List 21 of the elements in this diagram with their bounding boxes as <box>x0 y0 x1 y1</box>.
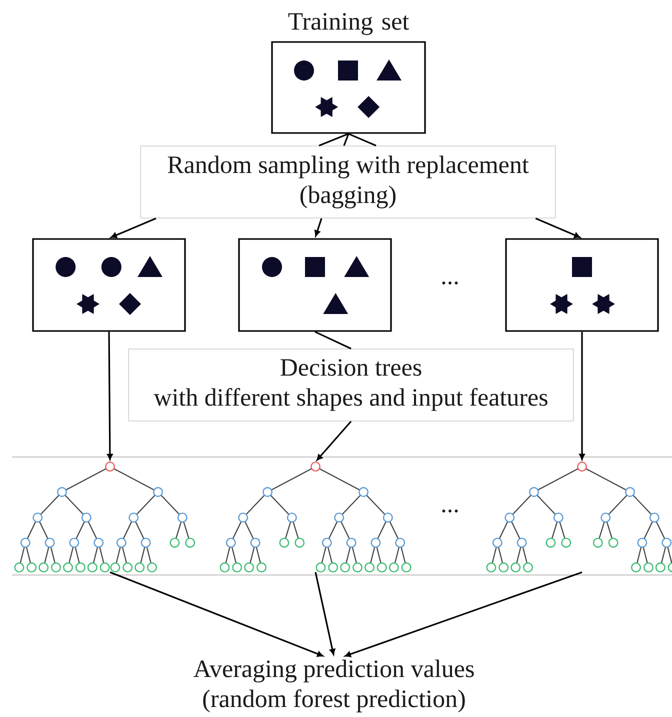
ellipsis-label: ... <box>442 510 458 512</box>
sample-box <box>238 238 392 332</box>
arrow <box>110 218 156 238</box>
ellipsis-label: ... <box>442 282 458 284</box>
arrow <box>535 218 580 238</box>
tree-drawing <box>14 462 196 572</box>
arrow <box>314 572 336 655</box>
sample-box <box>32 238 186 332</box>
arrow <box>107 332 113 460</box>
sample-box <box>505 238 659 332</box>
arrow <box>344 571 582 658</box>
arrow <box>110 571 324 657</box>
result-text: Averaging prediction values (random forest prediction) <box>194 660 474 712</box>
tree-drawing <box>220 462 412 572</box>
text-box: Random sampling with replacement (bagging) <box>140 146 556 218</box>
text-box: Decision trees with different shapes and input features <box>128 348 574 422</box>
tree-drawing <box>486 462 672 572</box>
arrow <box>314 218 322 236</box>
arrow <box>579 332 585 460</box>
arrow <box>316 420 352 460</box>
box-heading: Training set <box>288 13 410 35</box>
